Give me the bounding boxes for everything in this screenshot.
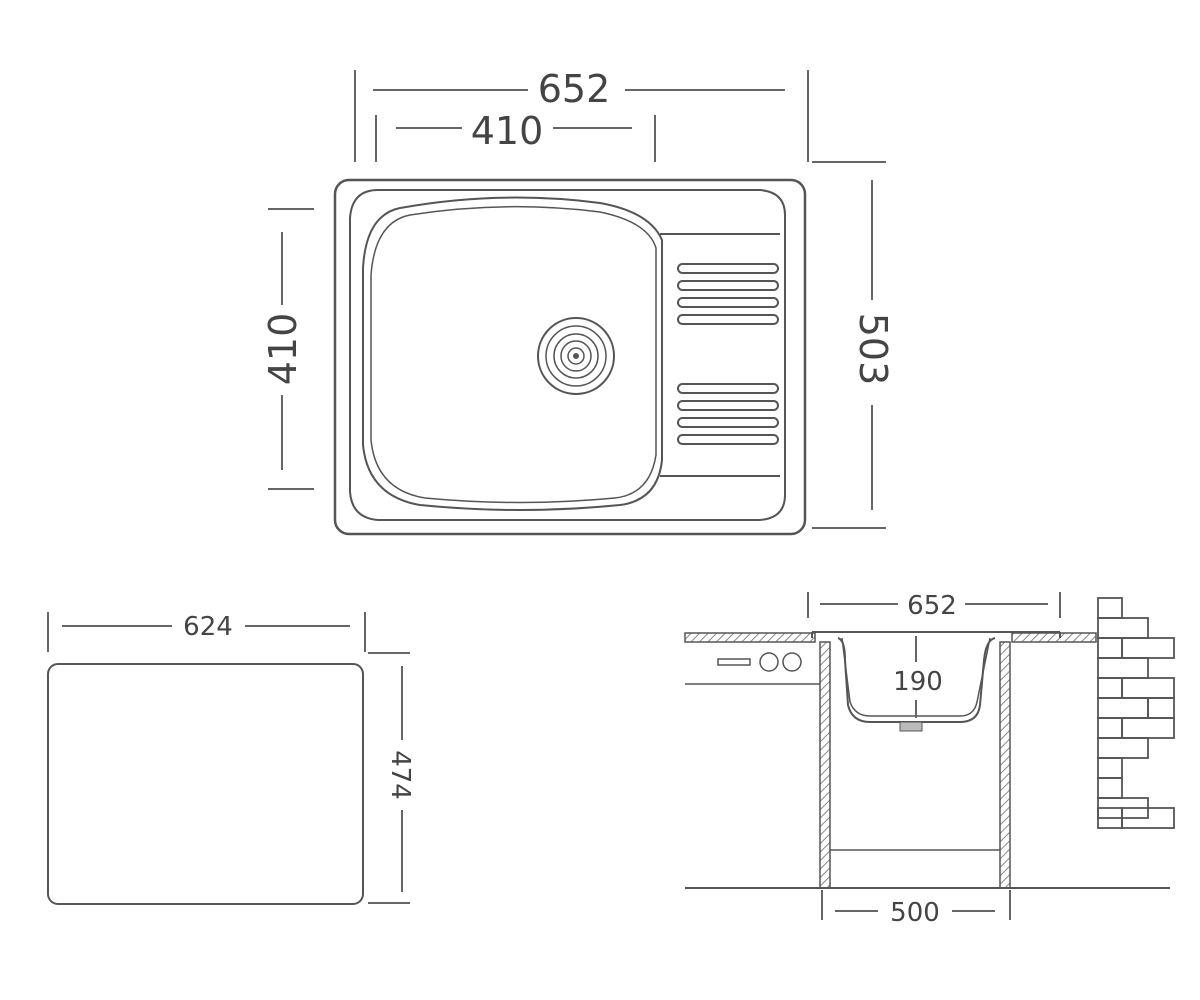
dim-cutout-depth: 474 — [368, 652, 415, 904]
drainboard-grooves-lower — [677, 383, 779, 445]
appliance-controls-icon — [717, 652, 802, 672]
dim-label-cutout-width: 624 — [183, 612, 233, 642]
dim-label-top-total-depth: 503 — [851, 313, 895, 386]
top-view: 652 410 410 503 — [261, 67, 895, 536]
sink-rim-section — [811, 631, 1061, 638]
dim-label-cutout-depth: 474 — [385, 750, 415, 800]
drain-strainer-icon — [537, 317, 615, 395]
countertop-cutout — [47, 663, 364, 905]
dim-label-section-width: 652 — [907, 591, 957, 621]
sink-outer-rim — [333, 178, 807, 536]
cabinet-wall-left — [819, 641, 831, 889]
dim-section-cabinet-width: 500 — [821, 890, 1011, 928]
dim-label-top-bowl-width: 410 — [471, 109, 544, 153]
dim-label-section-bowl-depth: 190 — [893, 667, 943, 697]
dim-label-top-bowl-height: 410 — [261, 313, 305, 386]
dim-top-total-depth: 503 — [812, 161, 895, 529]
drain-outlet-icon — [899, 721, 923, 732]
section-view: 652 190 500 — [684, 591, 1175, 928]
sink-inner-rim — [349, 189, 786, 521]
dim-section-width: 652 — [807, 591, 1061, 621]
dim-top-total-width: 652 — [354, 67, 809, 162]
cabinet-wall-right — [999, 641, 1011, 889]
countertop-left — [684, 632, 816, 643]
sink-bowl-outer — [362, 196, 663, 511]
drainboard-grooves-upper — [677, 263, 779, 325]
cutout-view: 624 474 — [47, 612, 415, 905]
dim-cutout-width: 624 — [47, 612, 366, 652]
brick-wall — [1097, 597, 1175, 829]
dim-top-bowl-width: 410 — [375, 109, 656, 162]
dim-label-top-total-width: 652 — [538, 67, 611, 111]
sink-bowl-inner — [370, 205, 657, 504]
countertop-right — [1011, 632, 1097, 643]
dim-section-bowl-depth: 190 — [893, 636, 943, 718]
dim-top-bowl-height: 410 — [261, 208, 314, 490]
dim-label-section-cabinet-width: 500 — [890, 898, 940, 928]
